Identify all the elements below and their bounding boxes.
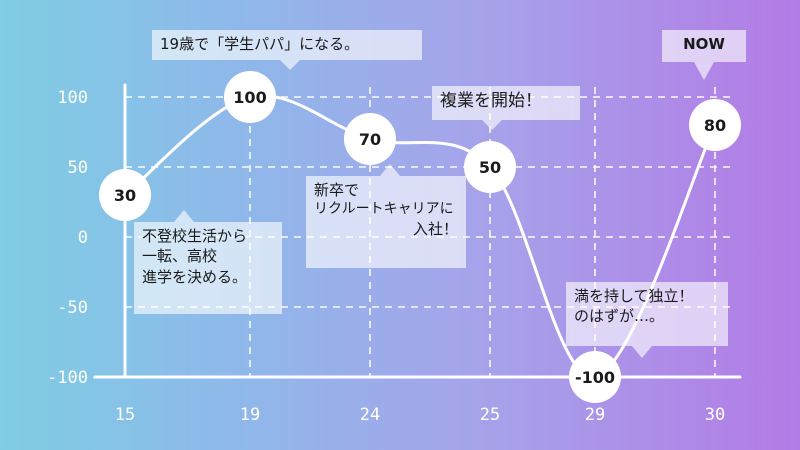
x-tick-label: 19 — [240, 405, 260, 425]
data-label: 100 — [233, 88, 266, 107]
annotation-recruit-line2: リクルートキャリアに — [314, 201, 454, 218]
annotation-school-line2: 一転、高校 — [142, 247, 218, 266]
x-tick-label: 24 — [360, 405, 380, 425]
data-point — [464, 141, 516, 193]
data-label: 50 — [479, 158, 501, 177]
x-tick-label: 29 — [585, 405, 605, 425]
data-point — [569, 351, 621, 403]
annotation-independent: 満を持して独立！ のはずが…。 — [566, 282, 728, 358]
annotation-recruit: 新卒で リクルートキャリアに 入社！ — [306, 164, 466, 268]
data-label: 70 — [359, 130, 381, 149]
x-tick-label: 25 — [480, 405, 500, 425]
annotation-side-business: 複業を開始！ — [432, 86, 580, 130]
annotation-independent-line2: のはずが…。 — [574, 307, 665, 326]
annotation-school-line1: 不登校生活から — [142, 227, 248, 245]
x-tick-label: 30 — [705, 405, 725, 425]
annotation-independent-line1: 満を持して独立！ — [574, 287, 694, 305]
annotation-age19-text: 19歳で「学生パパ」になる。 — [160, 35, 360, 53]
annotation-school: 不登校生活から 一転、高校 進学を決める。 — [134, 210, 282, 314]
annotation-now-text: NOW — [683, 35, 725, 53]
annotation-recruit-line3: 入社！ — [412, 220, 458, 239]
annotation-now: NOW — [662, 30, 746, 80]
annotation-recruit-line1: 新卒で — [314, 181, 360, 199]
annotation-side-business-text: 複業を開始！ — [440, 91, 542, 111]
annotation-school-line3: 進学を決める。 — [142, 267, 248, 286]
data-point — [344, 113, 396, 165]
data-label: 80 — [704, 116, 726, 135]
data-point — [224, 71, 276, 123]
y-tick-label: -50 — [57, 298, 88, 318]
x-tick-label: 15 — [115, 405, 135, 425]
data-label: -100 — [575, 368, 615, 387]
data-label: 30 — [114, 186, 136, 205]
y-tick-label: 100 — [57, 88, 88, 108]
annotation-age19: 19歳で「学生パパ」になる。 — [152, 30, 422, 70]
y-tick-label: 0 — [78, 228, 88, 248]
y-tick-label: -100 — [47, 368, 88, 388]
data-point — [689, 99, 741, 151]
y-tick-label: 50 — [68, 158, 88, 178]
data-point — [99, 169, 151, 221]
